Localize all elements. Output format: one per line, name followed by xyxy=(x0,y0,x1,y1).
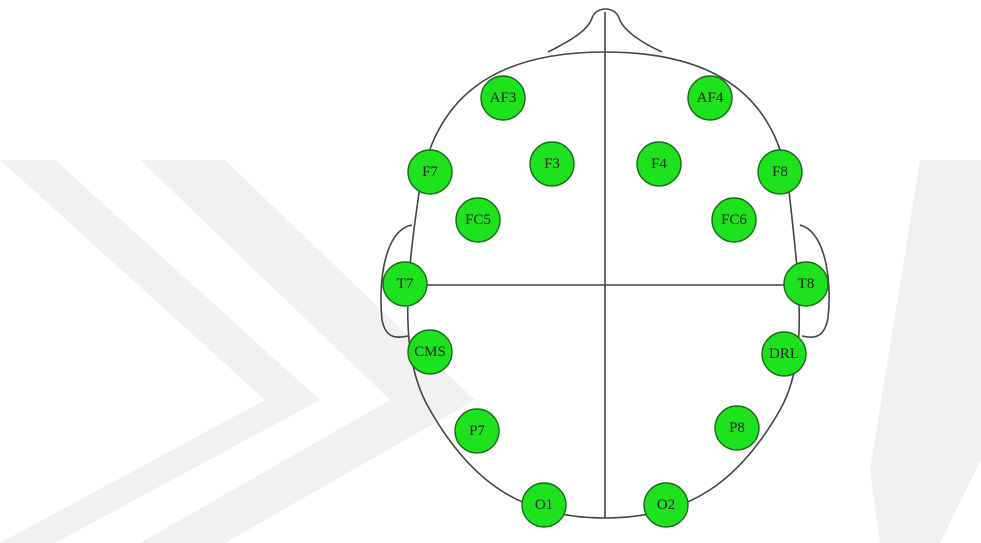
electrode-f3-label: F3 xyxy=(544,156,560,172)
electrode-af4[interactable]: AF4 xyxy=(688,76,732,120)
electrode-fc5-label: FC5 xyxy=(465,212,491,228)
electrode-o1-label: O1 xyxy=(535,497,553,513)
electrode-p7[interactable]: P7 xyxy=(455,409,499,453)
electrode-drl[interactable]: DRL xyxy=(762,332,806,376)
watermark-chevron-right xyxy=(870,160,981,543)
electrode-af3-label: AF3 xyxy=(490,90,517,106)
electrode-f8[interactable]: F8 xyxy=(758,150,802,194)
electrode-p7-label: P7 xyxy=(469,423,485,439)
electrode-p8[interactable]: P8 xyxy=(715,406,759,450)
electrode-t7[interactable]: T7 xyxy=(383,262,427,306)
electrode-o1[interactable]: O1 xyxy=(522,483,566,527)
electrode-t8-label: T8 xyxy=(798,276,815,292)
electrode-f7[interactable]: F7 xyxy=(408,150,452,194)
electrode-o2[interactable]: O2 xyxy=(644,483,688,527)
electrode-f4[interactable]: F4 xyxy=(637,142,681,186)
electrode-o2-label: O2 xyxy=(657,497,675,513)
electrode-f4-label: F4 xyxy=(651,156,667,172)
electrode-t8[interactable]: T8 xyxy=(784,262,828,306)
electrode-af3[interactable]: AF3 xyxy=(481,76,525,120)
electrode-f7-label: F7 xyxy=(422,164,438,180)
electrode-f3[interactable]: F3 xyxy=(530,142,574,186)
electrode-t7-label: T7 xyxy=(397,276,414,292)
electrode-p8-label: P8 xyxy=(729,420,745,436)
electrode-fc5[interactable]: FC5 xyxy=(456,198,500,242)
electrode-fc6[interactable]: FC6 xyxy=(712,198,756,242)
electrode-cms-label: CMS xyxy=(414,344,446,360)
electrode-f8-label: F8 xyxy=(772,164,788,180)
electrode-drl-label: DRL xyxy=(769,346,799,362)
electrode-cms[interactable]: CMS xyxy=(408,330,452,374)
electrode-af4-label: AF4 xyxy=(697,90,724,106)
head-outline xyxy=(381,9,829,518)
electrode-fc6-label: FC6 xyxy=(721,212,747,228)
